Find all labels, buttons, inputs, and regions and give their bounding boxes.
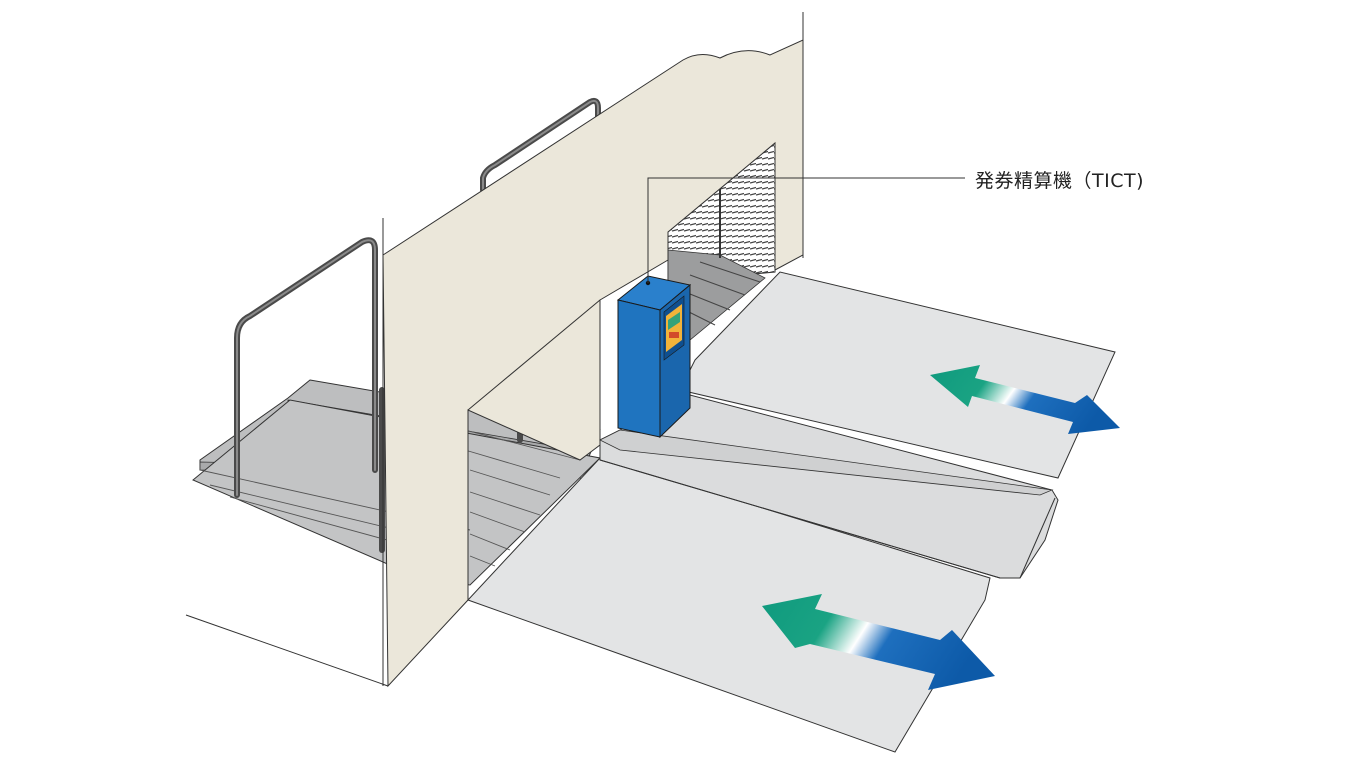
front-driveway: [467, 457, 991, 753]
callout-leader: [647, 177, 965, 283]
building-wall: [382, 12, 804, 688]
machine-callout-label: 発券精算機（TICT): [975, 170, 1144, 192]
handrails-inner: [236, 99, 599, 496]
center-curb-island: [599, 394, 1059, 579]
ground-line-left: [185, 614, 389, 687]
ticket-payment-machine-icon: [616, 275, 692, 439]
bidirectional-traffic-arrow-icon: [930, 365, 1120, 434]
bidirectional-traffic-arrow-icon: [762, 594, 995, 690]
